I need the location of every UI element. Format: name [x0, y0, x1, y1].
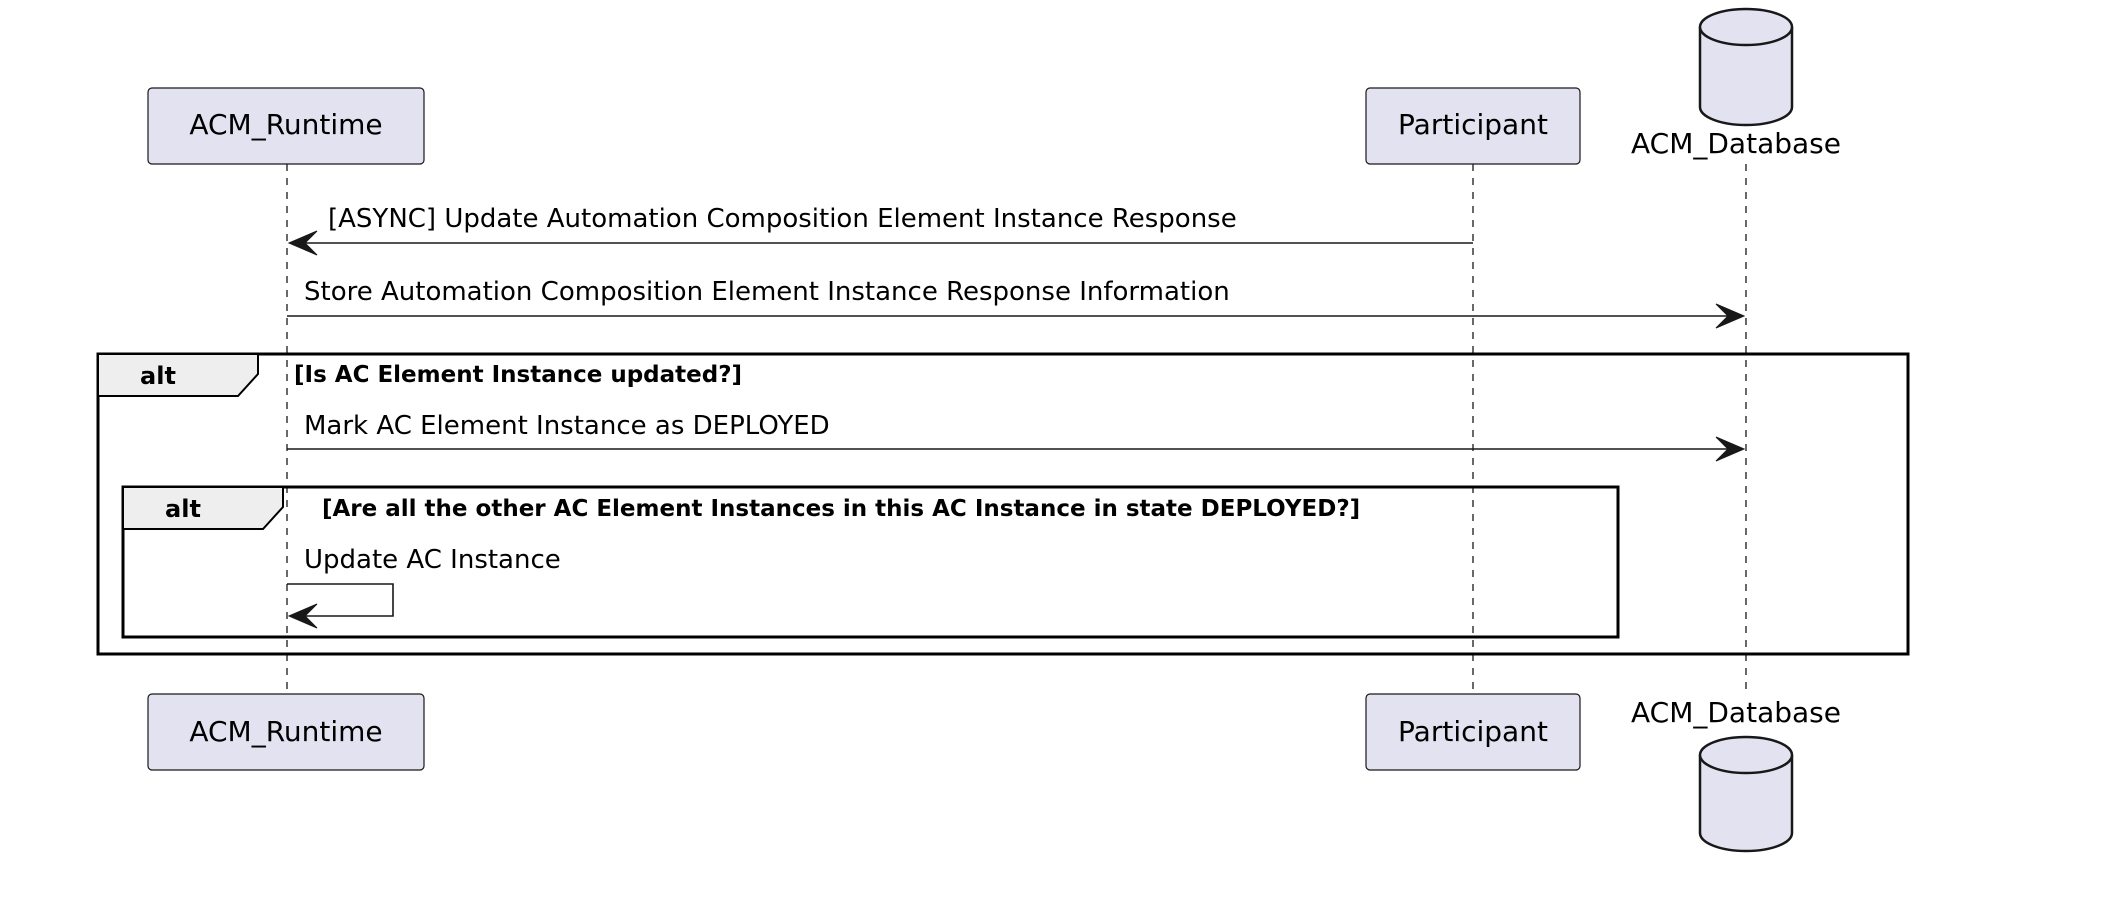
message-label: Store Automation Composition Element Ins…: [304, 277, 1230, 307]
participant-acm-runtime-bottom[interactable]: ACM_Runtime: [147, 693, 425, 771]
alt-fragment-inner: alt [Are all the other AC Element Instan…: [121, 485, 1620, 639]
participant-acm-runtime-top[interactable]: ACM_Runtime: [147, 87, 425, 165]
fragment-guard: [Are all the other AC Element Instances …: [322, 496, 1360, 522]
fragment-guard: [Is AC Element Instance updated?]: [294, 362, 742, 388]
participant-box: [1365, 693, 1581, 771]
participant-label: ACM_Database: [1631, 127, 1841, 160]
message-label: Update AC Instance: [304, 545, 561, 575]
fragment-frame: [121, 485, 1620, 639]
database-icon-top: [1698, 735, 1794, 775]
participant-label: ACM_Database: [1631, 696, 1841, 729]
arrowhead-icon: [287, 603, 318, 629]
fragment-frame: [96, 352, 1910, 656]
self-call-line: [287, 583, 394, 617]
participant-acm-database-bottom[interactable]: ACM_Database: [1631, 696, 1841, 853]
message-label: [ASYNC] Update Automation Composition El…: [328, 204, 1237, 234]
participant-acm-database-top[interactable]: ACM_Database: [1631, 7, 1841, 160]
arrowhead-icon: [1715, 303, 1746, 329]
participant-label: Participant: [1398, 715, 1548, 748]
participant-box: [147, 87, 425, 165]
arrowhead-icon: [1715, 436, 1746, 462]
message-store-response-information: Store Automation Composition Element Ins…: [287, 277, 1746, 329]
participant-participant-bottom[interactable]: Participant: [1365, 693, 1581, 771]
database-icon: [1698, 755, 1794, 853]
message-async-update-response: [ASYNC] Update Automation Composition El…: [287, 204, 1473, 256]
fragment-tab: [122, 486, 284, 530]
participant-label: ACM_Runtime: [189, 108, 382, 141]
participant-label: Participant: [1398, 108, 1548, 141]
fragment-keyword: alt: [165, 495, 201, 523]
fragment-keyword: alt: [140, 362, 176, 390]
participant-label: ACM_Runtime: [189, 715, 382, 748]
database-icon-top: [1698, 7, 1794, 47]
participant-box: [147, 693, 425, 771]
message-update-ac-instance: Update AC Instance: [287, 545, 561, 629]
participant-participant-top[interactable]: Participant: [1365, 87, 1581, 165]
alt-fragment-outer: alt [Is AC Element Instance updated?]: [96, 352, 1910, 656]
message-label: Mark AC Element Instance as DEPLOYED: [304, 411, 830, 441]
participant-box: [1365, 87, 1581, 165]
fragment-tab: [97, 353, 259, 397]
arrowhead-icon: [287, 230, 318, 256]
message-mark-deployed: Mark AC Element Instance as DEPLOYED: [287, 411, 1746, 462]
database-icon: [1698, 27, 1794, 127]
